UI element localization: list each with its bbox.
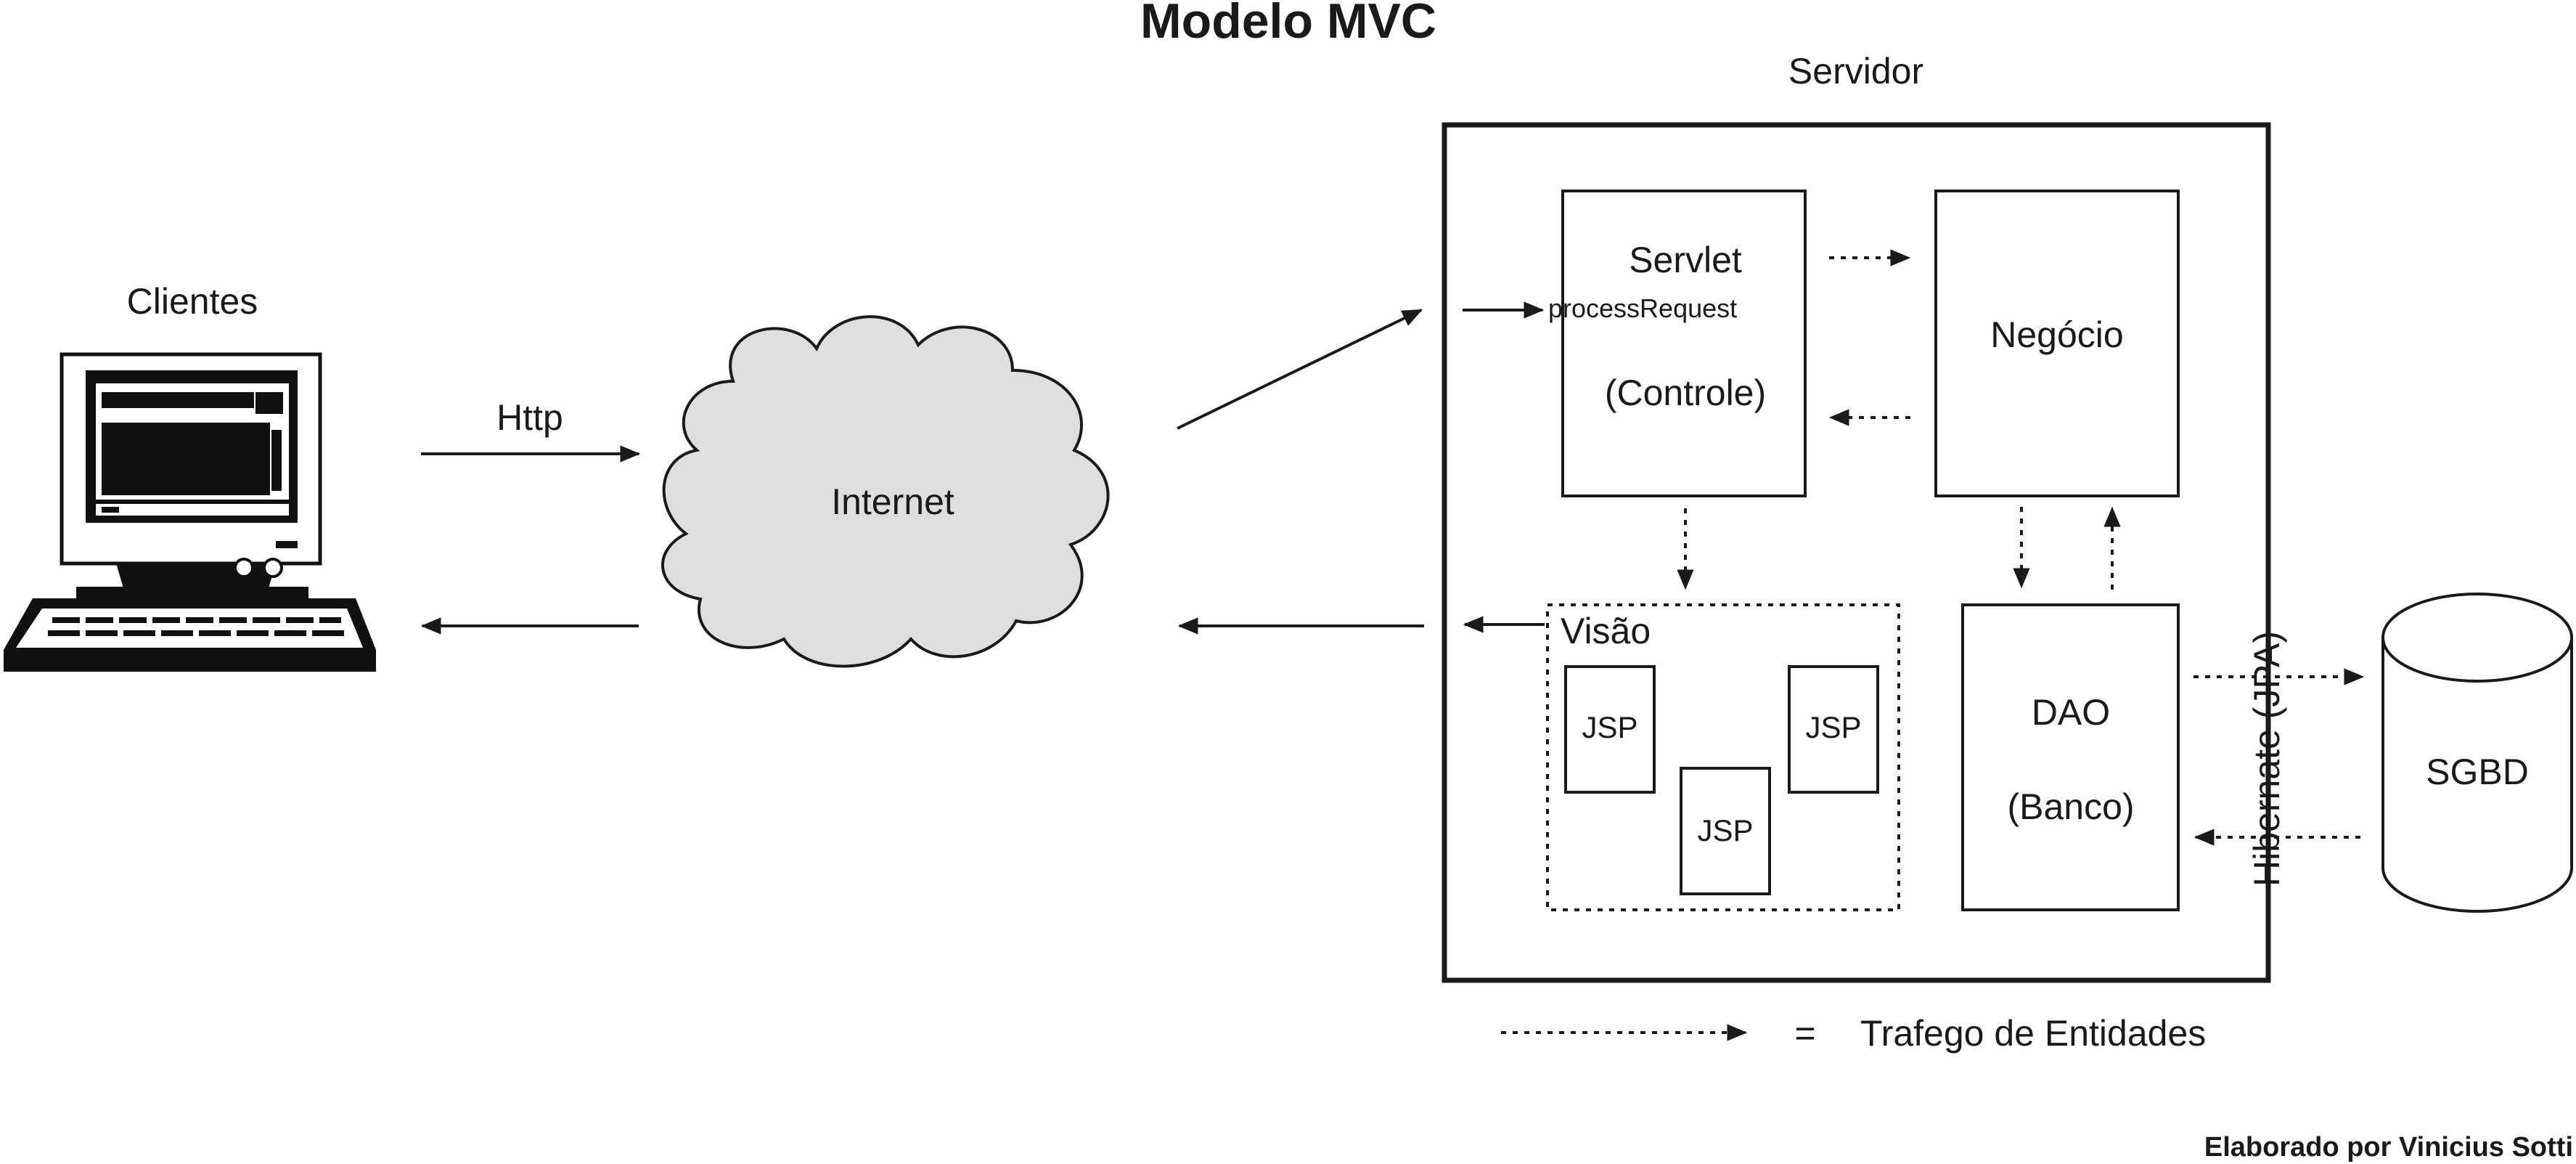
jsp-page-1-label: JSP bbox=[1582, 710, 1637, 744]
server-box bbox=[1442, 122, 2271, 983]
jsp-page-3 bbox=[1680, 767, 1771, 895]
internet-cloud-icon bbox=[661, 315, 1110, 668]
clients-label: Clientes bbox=[127, 281, 258, 322]
orm-label: Hibernate (JPA) bbox=[2246, 631, 2287, 887]
jsp-page-3-label: JSP bbox=[1697, 813, 1753, 847]
dao-box bbox=[1961, 603, 2180, 911]
internet-label: Internet bbox=[831, 481, 954, 522]
jsp-page-2 bbox=[1788, 665, 1879, 794]
legend-equals: = bbox=[1794, 1013, 1815, 1054]
view-label: Visão bbox=[1561, 611, 1651, 651]
legend-text: Trafego de Entidades bbox=[1860, 1013, 2206, 1054]
servlet-method: processRequest bbox=[1548, 293, 1737, 323]
jsp-page-2-label: JSP bbox=[1805, 710, 1861, 744]
request-arrow-to-server bbox=[1177, 309, 1423, 430]
database-icon bbox=[2381, 593, 2573, 913]
business-label: Negócio bbox=[1990, 314, 2123, 355]
http-label: Http bbox=[496, 397, 563, 438]
dao-name: DAO bbox=[2032, 692, 2110, 733]
servlet-box bbox=[1561, 190, 1807, 497]
jsp-page-1 bbox=[1564, 665, 1656, 794]
client-computer-icon: Clientes bbox=[4, 281, 376, 672]
servlet-role: (Controle) bbox=[1605, 373, 1766, 413]
dao-role: (Banco) bbox=[2007, 786, 2134, 827]
business-box bbox=[1934, 190, 2180, 497]
view-box bbox=[1546, 603, 1900, 911]
servlet-name: Servlet bbox=[1629, 240, 1742, 280]
database-label: SGBD bbox=[2426, 752, 2529, 792]
server-label: Servidor bbox=[1788, 51, 1923, 91]
credit-text: Elaborado por Vinicius Sotti bbox=[2204, 1132, 2573, 1163]
diagram-title: Modelo MVC bbox=[1140, 0, 1436, 49]
